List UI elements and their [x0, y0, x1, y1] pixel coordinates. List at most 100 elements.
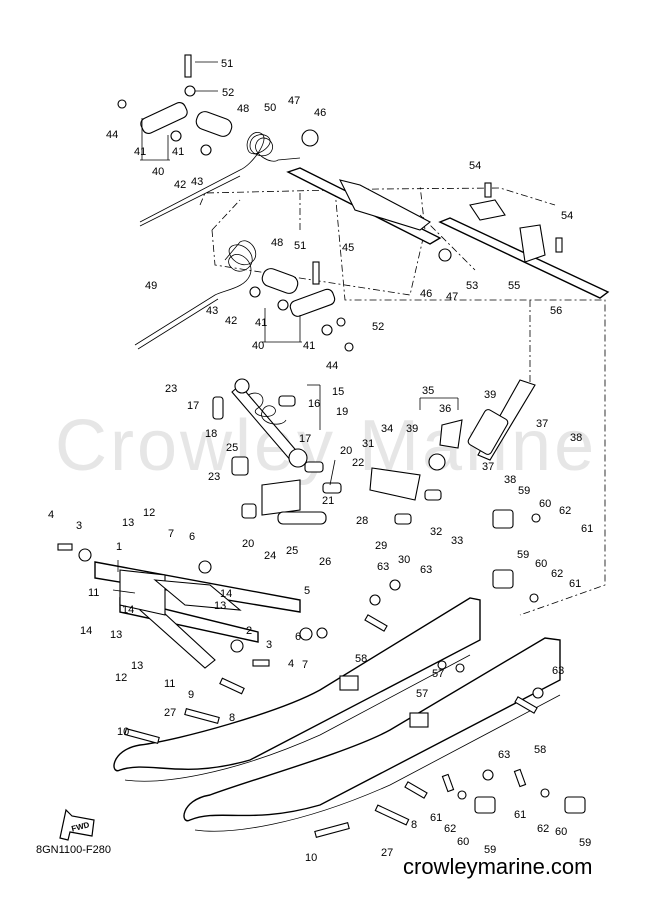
label-28: 28 — [356, 515, 368, 527]
label-55: 55 — [508, 280, 520, 292]
label-33: 33 — [451, 535, 463, 547]
label-11b: 11 — [164, 678, 175, 690]
label-7b: 7 — [302, 659, 308, 671]
label-18: 18 — [205, 428, 217, 440]
label-14c: 14 — [122, 604, 134, 616]
label-40b: 40 — [252, 340, 264, 352]
label-63c: 63 — [552, 665, 564, 677]
front-arm-assembly — [57, 543, 328, 669]
label-41c: 41 — [255, 317, 267, 329]
label-62a: 62 — [559, 505, 571, 517]
label-1: 1 — [116, 541, 122, 553]
label-61a: 61 — [581, 523, 593, 535]
label-41a: 41 — [134, 146, 146, 158]
label-59b: 59 — [517, 549, 529, 561]
shock-absorbers — [231, 378, 536, 471]
label-45: 45 — [342, 242, 354, 254]
label-31: 31 — [362, 438, 374, 450]
label-49: 49 — [145, 280, 157, 292]
label-37b: 37 — [482, 461, 494, 473]
label-59a: 59 — [518, 485, 530, 497]
label-41b: 41 — [172, 146, 184, 158]
label-44a: 44 — [106, 129, 118, 141]
label-42a: 42 — [174, 179, 186, 191]
label-15: 15 — [332, 386, 344, 398]
upper-assembly-outlines — [199, 184, 606, 616]
label-63b: 63 — [420, 564, 432, 576]
label-46a: 46 — [314, 107, 326, 119]
torsion-spring-lower — [134, 240, 257, 350]
label-51b: 51 — [294, 240, 306, 252]
label-10b: 10 — [305, 852, 317, 864]
label-14b: 14 — [80, 625, 92, 637]
label-20b: 20 — [242, 538, 254, 550]
label-29: 29 — [375, 540, 387, 552]
label-27b: 27 — [381, 847, 393, 859]
label-39b: 39 — [406, 423, 418, 435]
label-57b: 57 — [432, 668, 444, 680]
label-6b: 6 — [295, 631, 301, 643]
label-10a: 10 — [117, 726, 129, 738]
label-47b: 47 — [446, 291, 458, 303]
label-56: 56 — [550, 305, 562, 317]
label-61c: 61 — [430, 812, 442, 824]
label-14a: 14 — [220, 588, 232, 600]
label-32: 32 — [430, 526, 442, 538]
label-16: 16 — [308, 398, 320, 410]
label-48b: 48 — [271, 237, 283, 249]
label-25a: 25 — [226, 442, 238, 454]
label-57a: 57 — [416, 688, 428, 700]
label-37a: 37 — [536, 418, 548, 430]
label-4a: 4 — [48, 509, 54, 521]
middle-links — [212, 395, 541, 603]
label-54b: 54 — [561, 210, 573, 222]
label-30: 30 — [398, 554, 410, 566]
label-3a: 3 — [76, 520, 82, 532]
label-51a: 51 — [221, 58, 233, 70]
label-13d: 13 — [131, 660, 143, 672]
label-26: 26 — [319, 556, 331, 568]
label-21: 21 — [322, 495, 334, 507]
label-52a: 52 — [222, 87, 234, 99]
label-11a: 11 — [88, 587, 99, 599]
label-3b: 3 — [266, 639, 272, 651]
label-20a: 20 — [340, 445, 352, 457]
label-62b: 62 — [551, 568, 563, 580]
slide-rails — [113, 597, 561, 832]
label-59d: 59 — [579, 837, 591, 849]
label-63a: 63 — [377, 561, 389, 573]
label-54a: 54 — [469, 160, 481, 172]
label-61d: 61 — [514, 809, 526, 821]
label-8a: 8 — [229, 712, 235, 724]
label-7a: 7 — [168, 528, 174, 540]
label-23b: 23 — [208, 471, 220, 483]
label-59c: 59 — [484, 844, 496, 856]
label-58b: 58 — [534, 744, 546, 756]
fwd-arrow-icon: FWD — [58, 806, 98, 847]
label-22: 22 — [352, 457, 364, 469]
label-43a: 43 — [191, 176, 203, 188]
label-60c: 60 — [457, 836, 469, 848]
label-38b: 38 — [504, 474, 516, 486]
lower-fasteners — [124, 579, 586, 838]
label-46b: 46 — [420, 288, 432, 300]
label-5: 5 — [304, 585, 310, 597]
label-41d: 41 — [303, 340, 315, 352]
label-62c: 62 — [444, 823, 456, 835]
label-6a: 6 — [189, 531, 195, 543]
leader-lines — [112, 61, 459, 594]
label-4b: 4 — [288, 658, 294, 670]
label-19: 19 — [336, 406, 348, 418]
label-2: 2 — [246, 625, 252, 637]
label-27a: 27 — [164, 707, 176, 719]
label-8b: 8 — [411, 819, 417, 831]
label-60d: 60 — [555, 826, 567, 838]
label-44b: 44 — [326, 360, 338, 372]
label-43b: 43 — [206, 305, 218, 317]
label-60a: 60 — [539, 498, 551, 510]
label-25b: 25 — [286, 545, 298, 557]
label-17b: 17 — [299, 433, 311, 445]
site-url[interactable]: crowleymarine.com — [403, 854, 593, 879]
